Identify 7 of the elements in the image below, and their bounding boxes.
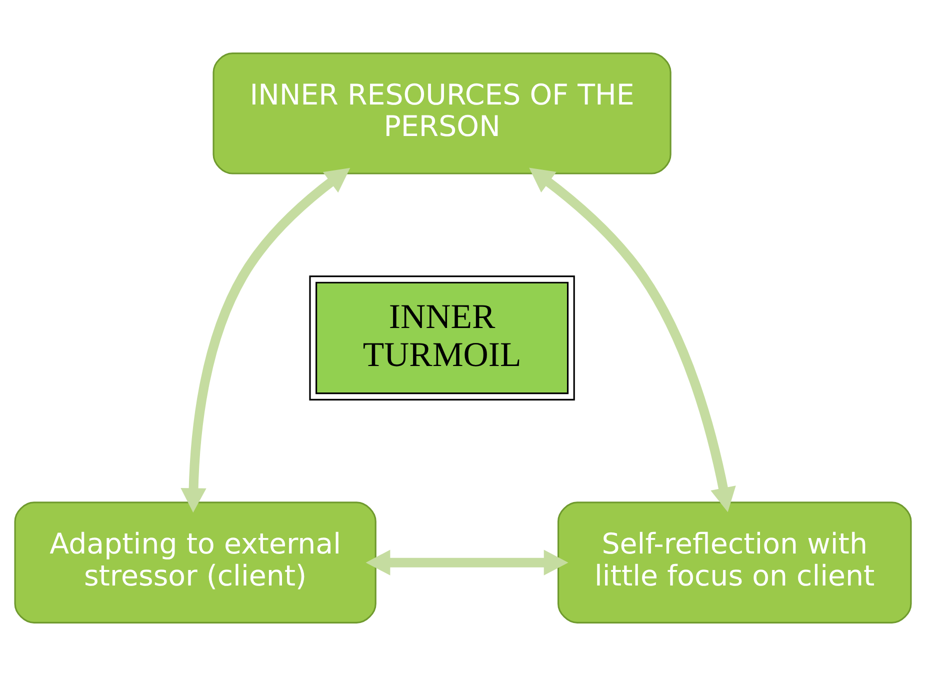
arrow (529, 168, 736, 512)
arrow (366, 550, 568, 576)
arrow (180, 168, 350, 513)
node-box: INNER RESOURCES OF THE PERSON (212, 52, 672, 174)
node-box: INNER TURMOIL (309, 276, 575, 400)
node-box: Self-reflection with little focus on client (558, 502, 912, 624)
node-box: Adapting to external stressor (client) (14, 502, 376, 624)
